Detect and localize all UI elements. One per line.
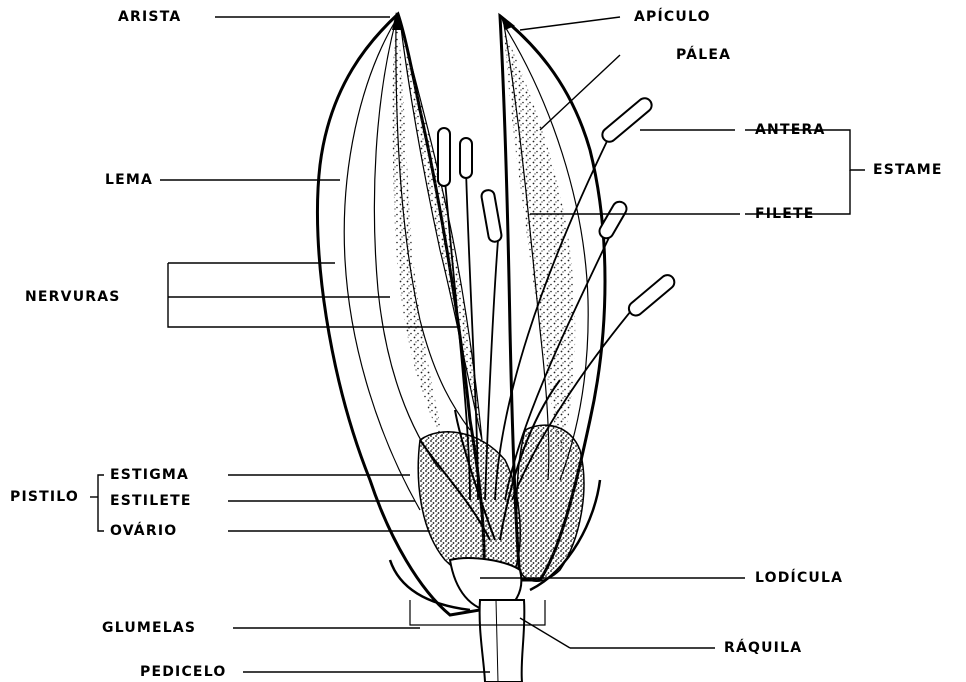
label-arista: ARISTA [118,9,181,25]
label-filete: FILETE [755,206,815,222]
label-palea: PÁLEA [676,47,731,63]
label-estigma: ESTIGMA [110,467,189,483]
label-pistilo: PISTILO [10,489,79,505]
label-apiculo: APÍCULO [634,9,711,25]
label-estame: ESTAME [873,162,943,178]
label-lodicula: LODÍCULA [755,570,843,586]
label-lema: LEMA [105,172,153,188]
label-nervuras: NERVURAS [25,289,121,305]
label-pedicelo: PEDICELO [140,664,226,680]
label-antera: ANTERA [755,122,825,138]
label-glumelas: GLUMELAS [102,620,196,636]
label-ovario: OVÁRIO [110,523,177,539]
label-raquila: RÁQUILA [724,640,802,656]
label-estilete: ESTILETE [110,493,192,509]
